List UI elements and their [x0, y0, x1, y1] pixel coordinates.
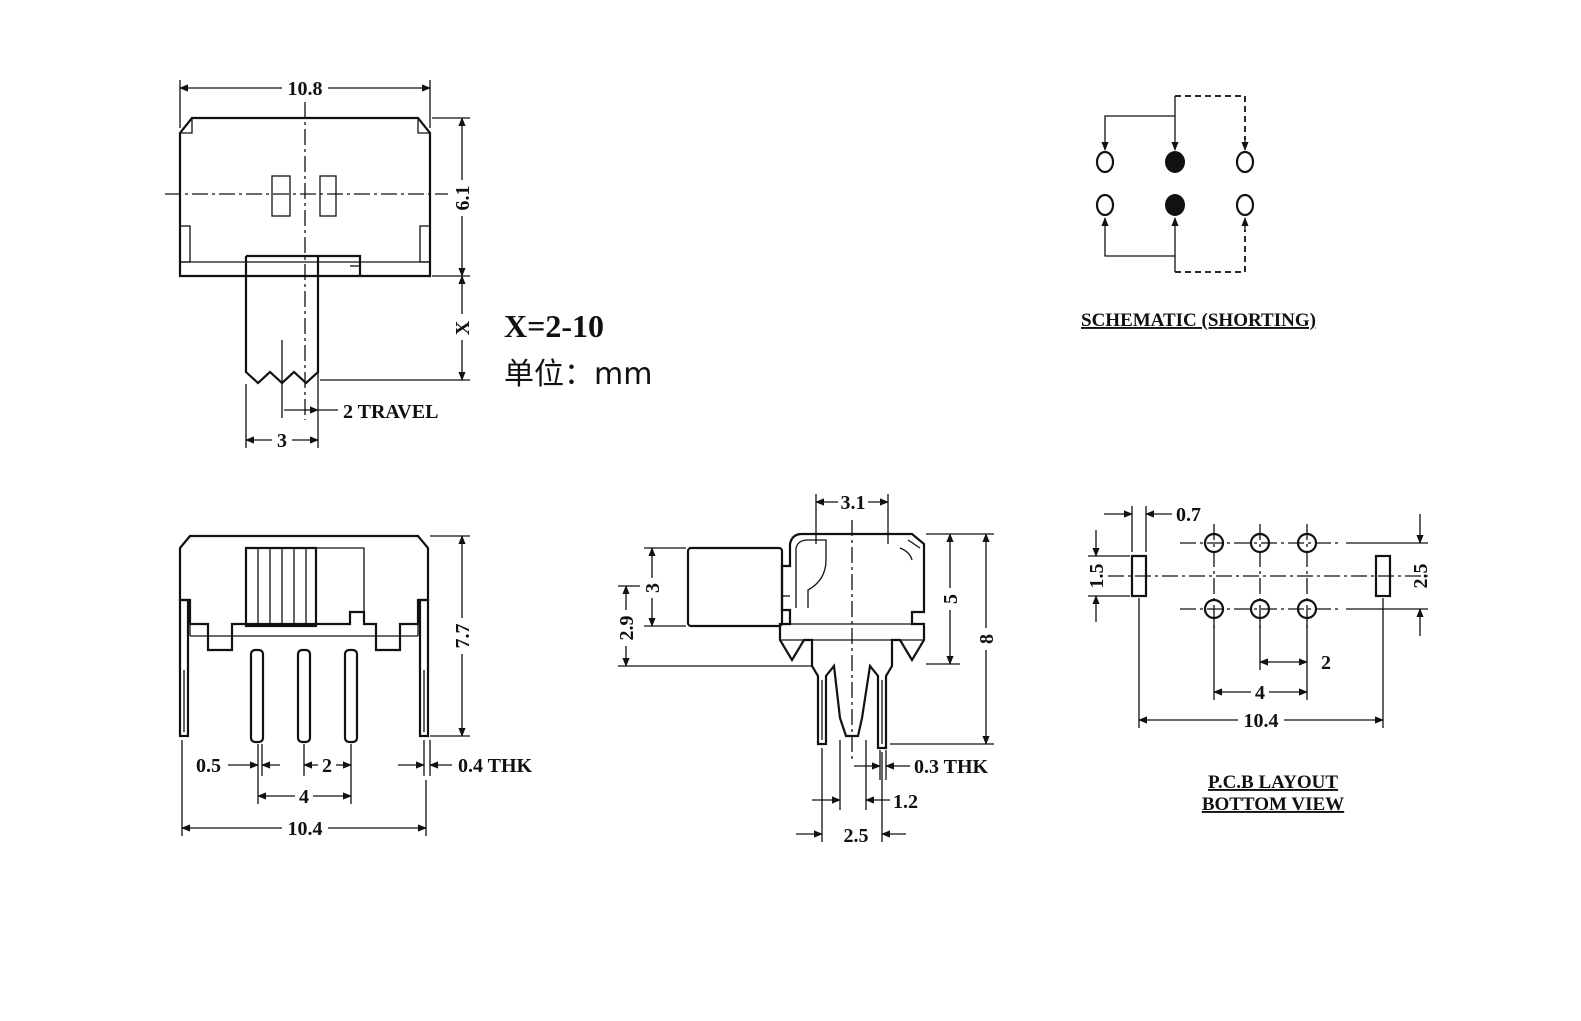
- top-height-label: 6.1: [452, 186, 474, 211]
- pcb-slot-width-label: 0.7: [1176, 504, 1201, 526]
- front-pitch-label: 2: [322, 755, 332, 777]
- pcb-caption-line1: P.C.B LAYOUT: [1208, 772, 1338, 793]
- pcb-caption-line2: BOTTOM VIEW: [1202, 794, 1344, 815]
- pcb-layout: 0.7 1.5 2.5 2 4 10.4 P.C.B LAYOUT BOTTOM…: [1086, 504, 1432, 815]
- pcb-slot-height-label: 1.5: [1086, 564, 1108, 589]
- x-range-note: X=2-10: [504, 308, 604, 344]
- knob-width-label: 3: [277, 430, 287, 452]
- side-view: 3.1 3 2.9 5 8 0.3 THK 1.2 2.5: [616, 492, 998, 847]
- side-knob-offset-label: 2.9: [616, 616, 638, 641]
- side-overall-height-label: 8: [976, 634, 998, 644]
- pcb-row-spacing-label: 2.5: [1410, 564, 1432, 589]
- pcb-pitch-label: 2: [1321, 652, 1331, 674]
- side-body-height-label: 5: [940, 594, 962, 604]
- front-height-label: 7.7: [452, 624, 474, 649]
- pcb-span-label: 4: [1255, 682, 1265, 704]
- front-overall-label: 10.4: [288, 818, 323, 840]
- notes: X=2-10 单位：mm: [504, 308, 652, 392]
- schematic-caption: SCHEMATIC (SHORTING): [1081, 310, 1316, 331]
- side-pin-pitch-label: 2.5: [844, 825, 869, 847]
- top-x-label: X: [452, 320, 474, 335]
- top-view: 10.8 6.1 X 2 TRAVEL 3: [165, 76, 474, 452]
- front-thickness-label: 0.4 THK: [458, 755, 533, 777]
- unit-note: 单位：mm: [504, 357, 652, 392]
- side-knob-height-label: 3: [642, 583, 664, 593]
- front-span-label: 4: [299, 786, 309, 808]
- side-pin-gap-label: 1.2: [893, 791, 918, 813]
- top-width-label: 10.8: [288, 78, 323, 100]
- travel-label: 2 TRAVEL: [343, 401, 438, 423]
- pin-width-label: 0.5: [196, 755, 221, 777]
- schematic: SCHEMATIC (SHORTING): [1081, 95, 1316, 331]
- pcb-overall-label: 10.4: [1244, 710, 1279, 732]
- side-top-label: 3.1: [841, 492, 866, 514]
- front-view: 7.7 0.5 2 4 0.4 THK 10.4: [178, 534, 533, 840]
- side-thickness-label: 0.3 THK: [914, 756, 989, 778]
